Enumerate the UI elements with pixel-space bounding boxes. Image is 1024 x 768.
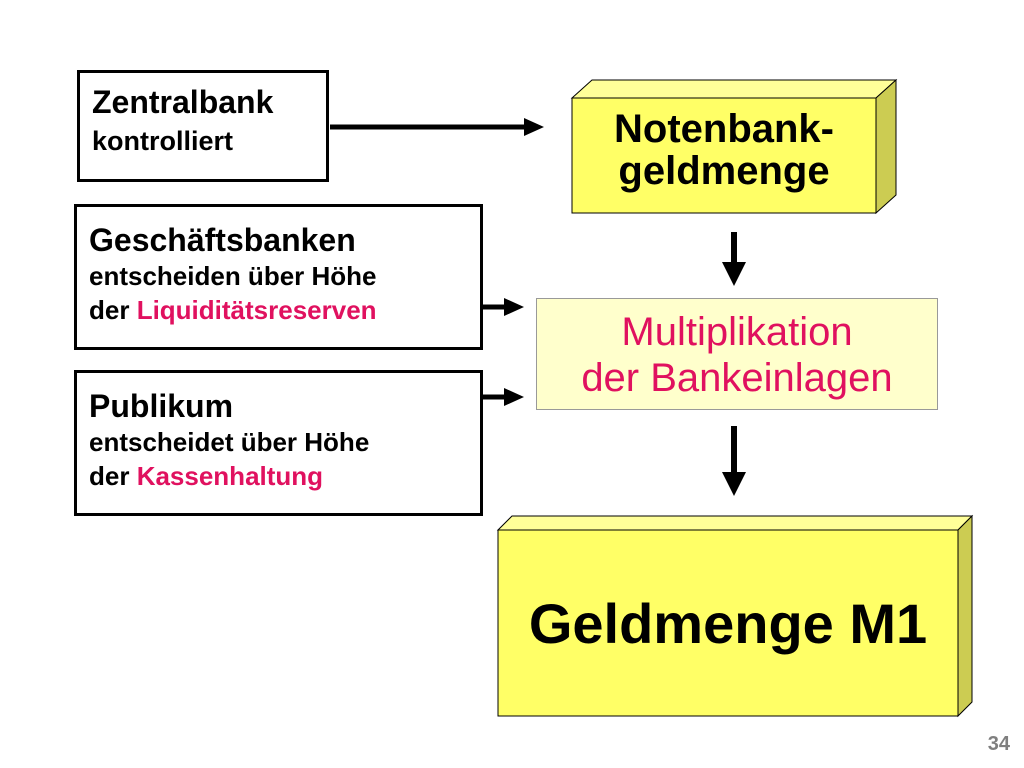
geschaeftsbanken-box: Geschäftsbanken entscheiden über Höhe de… [74,204,483,350]
publikum-line2: der Kassenhaltung [89,459,480,493]
publikum-highlight: Kassenhaltung [136,461,324,491]
multiplikation-line2: der Bankeinlagen [581,356,893,400]
notenbank-cube-side [875,78,897,215]
notenbank-line1: Notenbank- [614,107,834,151]
notenbank-cube-top [570,79,898,99]
zentralbank-line1: kontrolliert [92,126,234,156]
publikum-line1: entscheidet über Höhe [89,427,370,457]
publikum-title: Publikum [89,388,234,424]
geschaeftsbanken-title: Geschäftsbanken [89,222,356,258]
notenbank-cube [570,78,898,215]
geldmenge-cube-side [957,514,973,718]
arrow-publikum [482,388,524,406]
geldmenge-cube [496,514,974,718]
publikum-box: Publikum entscheidet über Höhe der Kasse… [74,370,483,516]
arrow-geschaeftsbanken [482,298,524,316]
arrow-notenbank-to-multiplikation [722,232,746,286]
publikum-line2-prefix: der [89,461,137,491]
notenbank-label: Notenbank- geldmenge [572,108,876,192]
zentralbank-title: Zentralbank [92,84,274,120]
geschaeftsbanken-highlight: Liquiditätsreserven [136,295,377,325]
arrow-multiplikation-to-geldmenge [722,426,746,496]
geschaeftsbanken-line1: entscheiden über Höhe [89,261,377,291]
geldmenge-cube-front [497,529,959,717]
multiplikation-box: Multiplikation der Bankeinlagen [536,298,938,410]
multiplikation-line1: Multiplikation [621,310,853,354]
arrow-zentralbank [330,118,544,136]
geschaeftsbanken-line2: der Liquiditätsreserven [89,293,480,327]
zentralbank-box: Zentralbank kontrolliert [77,70,329,182]
geschaeftsbanken-line2-prefix: der [89,295,137,325]
geldmenge-label: Geldmenge M1 [528,592,928,655]
notenbank-cube-front [571,97,877,214]
notenbank-line2: geldmenge [618,149,830,193]
page-number: 34 [987,733,1010,755]
geldmenge-cube-top [496,515,974,531]
